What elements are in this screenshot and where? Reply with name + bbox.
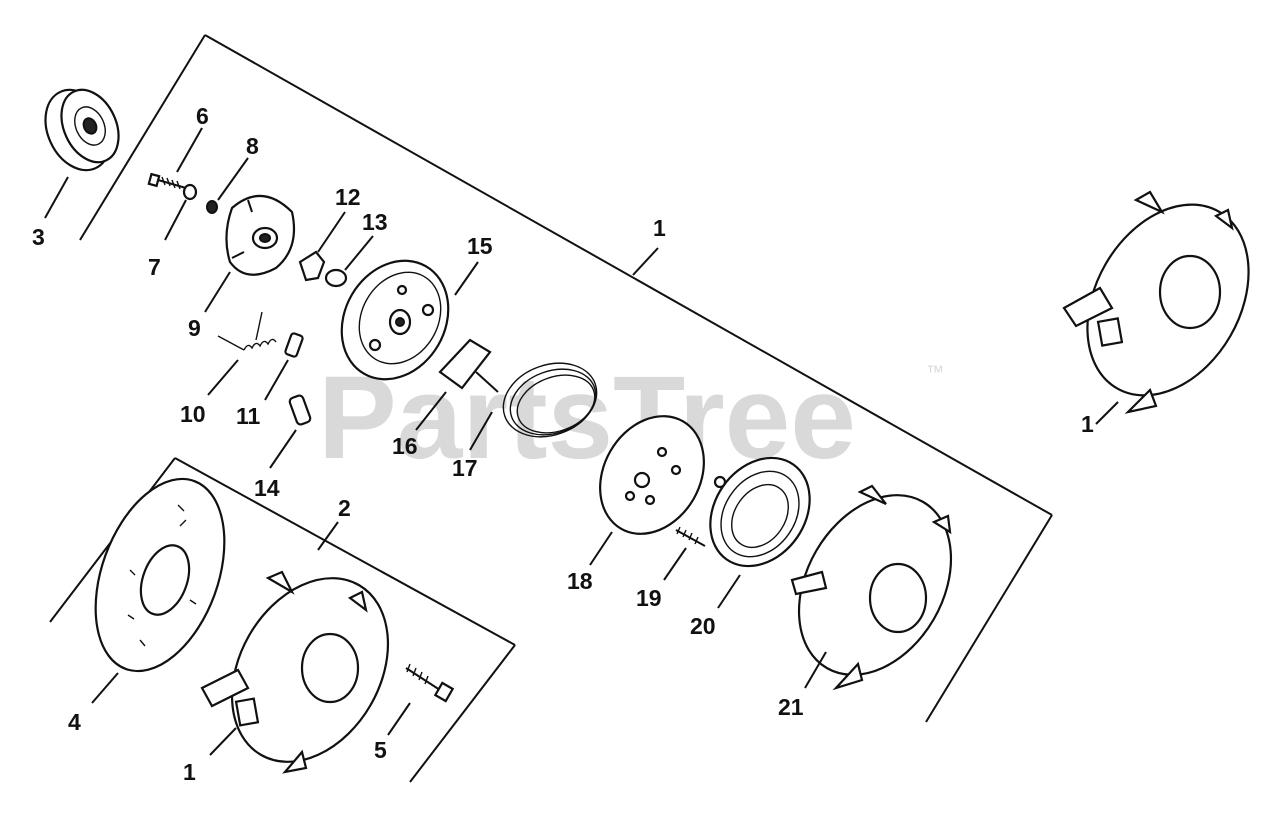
callout-21: 21 [778,694,804,720]
part-21-housing [790,484,953,691]
callout-14: 14 [254,475,280,501]
part-14-pin [288,394,312,426]
callout-9: 9 [188,315,201,341]
part-5-bolt [405,663,455,703]
part-15-pulley [340,259,450,381]
callout-20: 20 [690,613,716,639]
callout-13: 13 [362,209,388,235]
callout-3: 3 [32,224,45,250]
part-17-rope [502,362,598,438]
callout-16: 16 [392,433,418,459]
assembly-bracket-2 [49,457,516,783]
part-7-washer [182,183,198,201]
callout-5: 5 [374,737,387,763]
callout-19: 19 [636,585,662,611]
part-20-recoil-spring [709,456,811,568]
part-19-screw [675,526,706,547]
part-3-drive-cup [44,88,120,172]
part-11-spring [284,332,304,358]
part-10-spring [217,311,277,351]
part-12-pawl [298,250,326,282]
part-13-washer [324,268,348,288]
callout-18: 18 [567,568,593,594]
callout-10: 10 [180,401,206,427]
part-16-handle [438,338,499,393]
part-1-housing-assembly-right [1062,190,1250,414]
callout-17: 17 [452,455,478,481]
callout-2: 2 [338,495,351,521]
callout-12: 12 [335,184,361,210]
callout-15: 15 [467,233,493,259]
callout-6: 6 [196,103,209,129]
part-8-nut [206,200,218,214]
callout-1-right: 1 [1081,411,1094,437]
callout-1-bottom: 1 [183,759,196,785]
callout-1-top: 1 [653,215,666,241]
callout-11: 11 [236,403,261,429]
part-9-retainer [225,194,296,276]
part-18-plate [599,415,705,535]
callout-4: 4 [68,709,81,735]
callout-8: 8 [246,133,259,159]
part-1-housing-lower [200,570,390,774]
part-6-screw [147,172,187,190]
assembly-bracket-1 [79,34,1053,723]
part-4-gasket [94,477,226,673]
watermark-trademark: ™ [926,362,944,382]
callout-7: 7 [148,254,161,280]
